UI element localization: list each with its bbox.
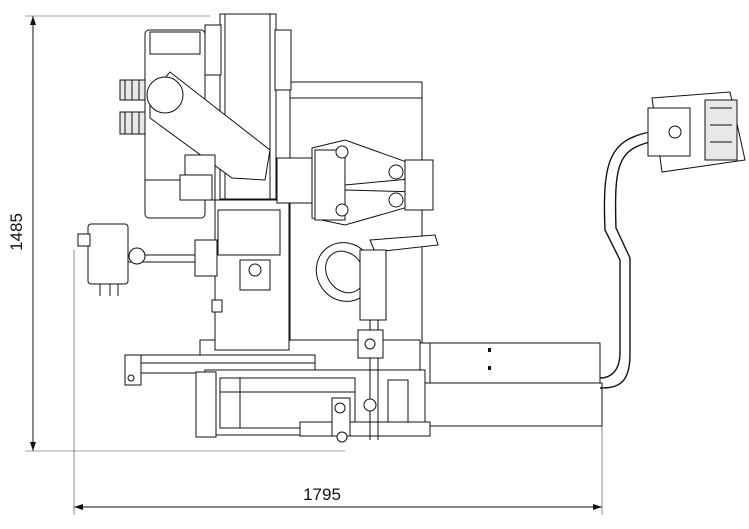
width-dimension-label: 1795 <box>303 485 341 504</box>
pedal-arm <box>599 131 651 389</box>
bead-breaker-tool <box>315 234 439 440</box>
swing-arm <box>146 71 271 201</box>
connector-blocks <box>119 79 146 135</box>
width-dimension: 1795 <box>73 250 603 515</box>
central-column <box>204 13 313 351</box>
pedal-unit <box>647 91 746 173</box>
side-control-box <box>77 223 218 296</box>
turntable-clamp <box>311 139 434 226</box>
height-dimension: 1485 <box>7 15 345 452</box>
height-dimension-label: 1485 <box>7 213 26 251</box>
